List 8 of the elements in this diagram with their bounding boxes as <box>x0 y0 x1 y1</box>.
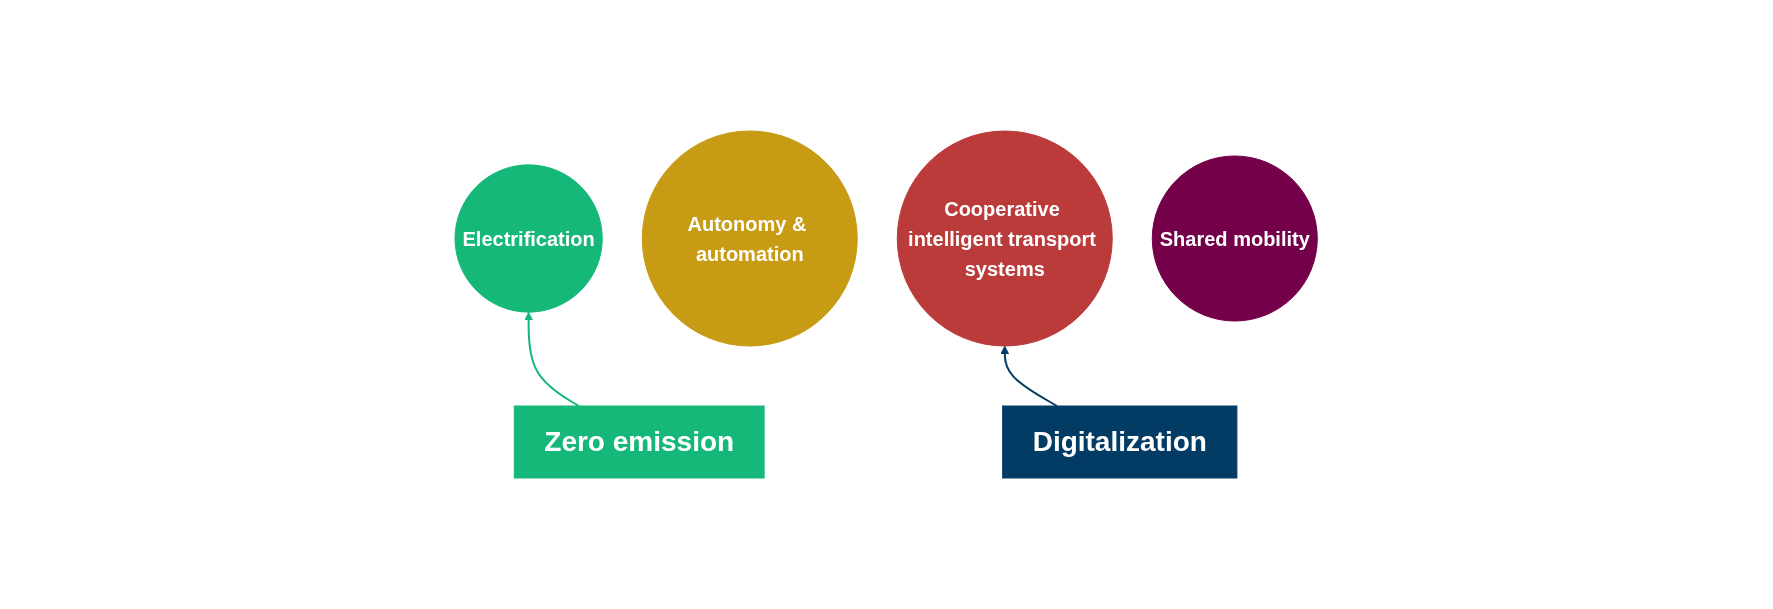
node-circle: Autonomy & automation <box>642 130 859 347</box>
node-circle: Cooperative intelligent transport systems <box>897 130 1114 347</box>
node-circle: Shared mobility <box>1152 155 1319 322</box>
node-circle: Electrification <box>454 164 604 313</box>
node-box: Digitalization <box>1002 405 1238 479</box>
arrow <box>524 311 581 407</box>
arrow <box>1000 345 1059 407</box>
node-box: Zero emission <box>514 405 765 479</box>
